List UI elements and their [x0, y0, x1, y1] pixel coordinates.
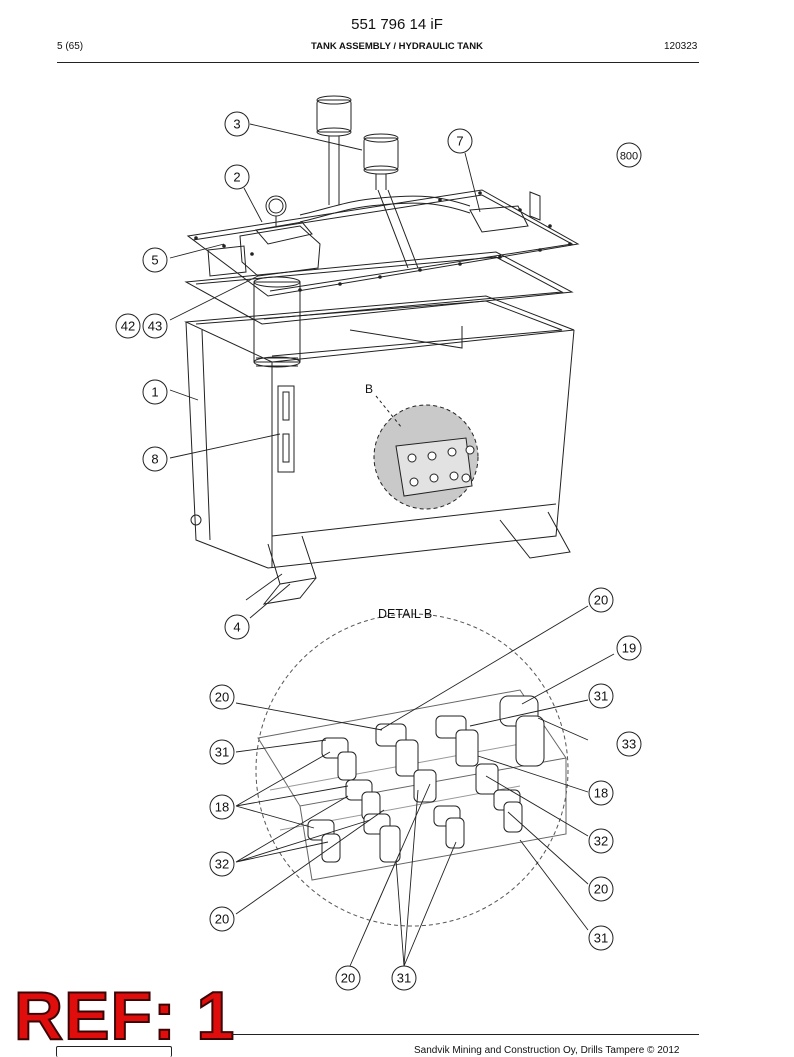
manifold-block [395, 437, 475, 497]
sandvik-logo-icon [56, 1046, 172, 1057]
callout-balloon-42: 42 [115, 313, 141, 339]
detail-callout-balloon-18: 18 [588, 780, 614, 806]
callout-number: 20 [215, 690, 229, 705]
callout-number: 20 [594, 593, 608, 608]
drain-plug [190, 514, 202, 526]
callout-number: 3 [233, 117, 240, 132]
air-filter-upper [316, 95, 352, 205]
ref-stamp: REF: 1 [13, 978, 236, 1054]
detail-callout-balloon-32: 32 [209, 851, 235, 877]
callout-number: 8 [151, 452, 158, 467]
detail-b-title: DETAIL B [378, 607, 433, 621]
detail-callout-balloon-31: 31 [588, 683, 614, 709]
header-divider [57, 62, 699, 63]
callout-balloon-3: 3 [224, 111, 250, 137]
footer-divider [232, 1034, 699, 1035]
callout-balloon-800: 800 [616, 142, 642, 168]
sight-glass [277, 385, 295, 473]
pressure-gauge-icon [265, 195, 287, 226]
callout-balloon-7: 7 [447, 128, 473, 154]
callout-number: 5 [151, 253, 158, 268]
detail-callout-balloon-32: 32 [588, 828, 614, 854]
callout-number: 2 [233, 170, 240, 185]
callout-number: 31 [594, 931, 608, 946]
lid-gasket [184, 251, 574, 325]
breather-hose [299, 195, 471, 216]
detail-callout-balloon-20: 20 [209, 906, 235, 932]
document-number: 551 796 14 iF [351, 16, 443, 33]
tank-foot-rear [499, 511, 571, 559]
return-filter [207, 221, 321, 368]
tank-lid [186, 189, 580, 297]
callout-number: 32 [215, 857, 229, 872]
callout-balloon-4: 4 [224, 614, 250, 640]
callout-number: 1 [151, 385, 158, 400]
detail-callout-balloon-33: 33 [616, 731, 642, 757]
detail-b-boundary [255, 613, 569, 927]
callout-number: 18 [215, 800, 229, 815]
callout-number: 31 [594, 689, 608, 704]
detail-callout-balloon-31: 31 [588, 925, 614, 951]
callout-balloon-43: 43 [142, 313, 168, 339]
callout-number: 20 [594, 882, 608, 897]
detail-callout-balloon-20: 20 [588, 876, 614, 902]
detail-callout-balloon-20: 20 [335, 965, 361, 991]
callout-balloon-8: 8 [142, 446, 168, 472]
tank-assembly-illustration [184, 95, 580, 605]
date-code: 120323 [664, 41, 698, 52]
callout-balloon-2: 2 [224, 164, 250, 190]
tank-body [185, 321, 575, 569]
detail-b-label: B [365, 382, 374, 396]
callout-number: 43 [148, 319, 162, 334]
page-indicator: 5 (65) [57, 41, 84, 52]
detail-callout-balloon-19: 19 [616, 635, 642, 661]
callout-number: 20 [341, 971, 355, 986]
detail-callout-balloon-20: 20 [209, 684, 235, 710]
callout-number: 800 [620, 151, 638, 163]
callout-number: 4 [233, 620, 240, 635]
detail-callout-balloon-31: 31 [209, 739, 235, 765]
callout-number: 33 [622, 737, 636, 752]
detail-b-illustration [255, 613, 569, 927]
leader-lines-detail [235, 605, 615, 967]
detail-fittings [307, 695, 545, 863]
detail-callout-balloon-31: 31 [391, 965, 417, 991]
tank-top-flange [184, 295, 575, 363]
footer-copyright: Sandvik Mining and Construction Oy, Dril… [414, 1045, 680, 1056]
callout-number: 19 [622, 641, 636, 656]
callout-number: 7 [456, 134, 463, 149]
air-filter-lower [363, 133, 419, 269]
callout-balloon-1: 1 [142, 379, 168, 405]
callout-number: 31 [215, 745, 229, 760]
detail-callout-balloon-18: 18 [209, 794, 235, 820]
section-title: TANK ASSEMBLY / HYDRAULIC TANK [311, 41, 483, 52]
callout-number: 18 [594, 786, 608, 801]
sensor-plate [469, 205, 529, 233]
detail-callout-balloon-20: 20 [588, 587, 614, 613]
callout-number: 42 [121, 319, 135, 334]
callout-number: 31 [397, 971, 411, 986]
callout-number: 32 [594, 834, 608, 849]
callout-number: 20 [215, 912, 229, 927]
callout-balloon-5: 5 [142, 247, 168, 273]
leader-lines-top [169, 123, 481, 619]
tank-foot-front [267, 535, 317, 585]
